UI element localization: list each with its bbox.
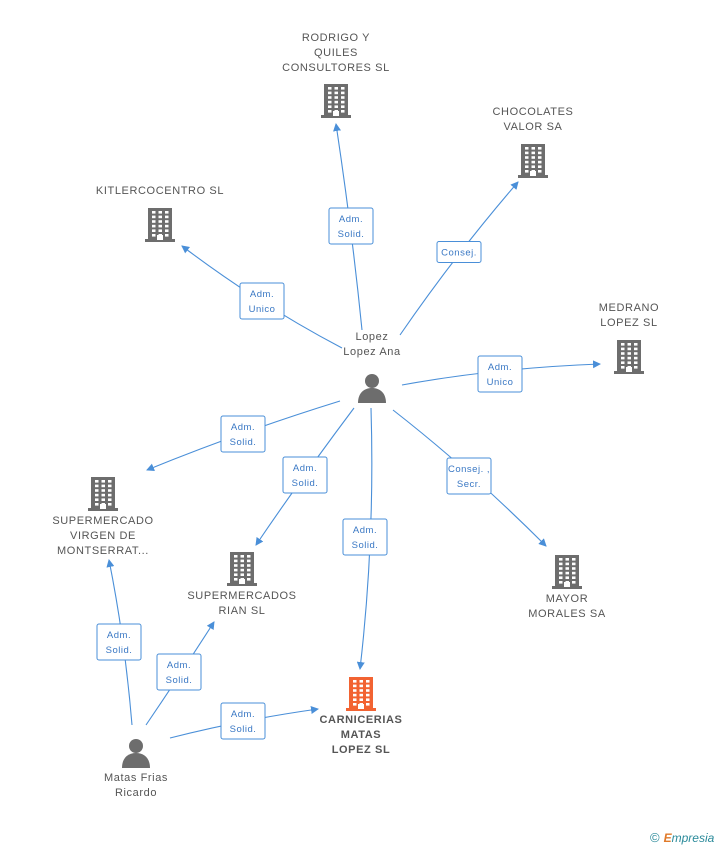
node-label-line: SUPERMERCADO xyxy=(52,515,153,527)
node-label-line: VALOR SA xyxy=(503,121,562,133)
brand-footer[interactable]: ©Empresia xyxy=(650,830,714,845)
edge-label-lopez_ana-chocolates[interactable]: Consej. xyxy=(436,241,482,263)
edge-label-box xyxy=(156,653,202,691)
building-icon xyxy=(145,208,175,242)
edge-label-text: Adm. xyxy=(293,463,317,474)
building-icon xyxy=(88,477,118,511)
node-label-line: Ricardo xyxy=(115,787,157,799)
node-label-line: Matas Frias xyxy=(104,772,168,784)
edge-label-text: Consej. xyxy=(441,248,477,259)
node-mayor[interactable]: MAYOR MORALES SA xyxy=(528,555,606,620)
edge-label-text: Adm. xyxy=(339,214,363,225)
node-label-line: KITLERCOCENTRO SL xyxy=(96,185,224,197)
building-icon xyxy=(346,677,376,711)
copyright-icon: © xyxy=(650,830,660,845)
edge-label-text: Unico xyxy=(249,304,276,315)
edge-label-lopez_ana-mayor[interactable]: Consej. , Secr. xyxy=(446,457,492,495)
person-icon xyxy=(122,739,150,768)
node-label-line: RIAN SL xyxy=(219,605,266,617)
brand-initial: E xyxy=(663,831,672,845)
building-icon xyxy=(518,144,548,178)
node-label-line: MORALES SA xyxy=(528,608,606,620)
node-superrian[interactable]: SUPERMERCADOS RIAN SL xyxy=(187,552,296,617)
edge-label-text: Adm. xyxy=(231,709,255,720)
brand-name: mpresia xyxy=(671,831,715,845)
edge-label-box xyxy=(220,702,266,740)
edge-label-text: Adm. xyxy=(250,289,274,300)
edge-label-text: Solid. xyxy=(106,645,133,656)
node-label-line: RODRIGO Y xyxy=(302,32,370,44)
building-icon xyxy=(552,555,582,589)
edge-label-text: Adm. xyxy=(353,525,377,536)
node-carnicerias[interactable]: CARNICERIAS MATAS LOPEZ SL xyxy=(320,677,403,756)
node-label-line: QUILES xyxy=(314,47,358,59)
edge-label-text: Solid. xyxy=(292,478,319,489)
node-label-line: MONTSERRAT... xyxy=(57,545,149,557)
edge-label-matas_frias-supervirgen[interactable]: Adm. Solid. xyxy=(96,623,142,661)
edge-label-lopez_ana-superrian[interactable]: Adm. Solid. xyxy=(282,456,328,494)
edge-labels-layer: Adm.Solid.Consej.Adm.UnicoAdm.UnicoAdm.S… xyxy=(96,207,523,740)
building-icon xyxy=(321,84,351,118)
edge-label-box xyxy=(342,518,388,556)
edge-label-lopez_ana-supervirgen[interactable]: Adm. Solid. xyxy=(220,415,266,453)
node-label-line: SUPERMERCADOS xyxy=(187,590,296,602)
building-icon xyxy=(227,552,257,586)
edge-label-text: Solid. xyxy=(352,540,379,551)
edge-label-text: Adm. xyxy=(488,362,512,373)
node-label-line: CARNICERIAS xyxy=(320,714,403,726)
edge-label-box xyxy=(446,457,492,495)
node-label-line: CHOCOLATES xyxy=(493,106,574,118)
edge-label-lopez_ana-kitler[interactable]: Adm. Unico xyxy=(239,282,285,320)
edge-label-text: Unico xyxy=(487,377,514,388)
edge-label-box xyxy=(239,282,285,320)
edge-label-text: Adm. xyxy=(107,630,131,641)
node-supervirgen[interactable]: SUPERMERCADO VIRGEN DE MONTSERRAT... xyxy=(52,477,153,557)
node-label-line: VIRGEN DE xyxy=(70,530,136,542)
edge-label-matas_frias-superrian[interactable]: Adm. Solid. xyxy=(156,653,202,691)
node-label-line: MATAS xyxy=(341,729,381,741)
edge-label-matas_frias-carnicerias[interactable]: Adm. Solid. xyxy=(220,702,266,740)
edge-label-lopez_ana-rodrigo[interactable]: Adm. Solid. xyxy=(328,207,374,245)
edge-label-box xyxy=(282,456,328,494)
node-rodrigo[interactable]: RODRIGO Y QUILES CONSULTORES SL xyxy=(282,32,390,118)
node-label-line: Lopez xyxy=(356,331,389,343)
edge-label-text: Consej. , xyxy=(448,464,490,475)
edge-label-text: Adm. xyxy=(231,422,255,433)
node-label-line: LOPEZ SL xyxy=(600,317,657,329)
edge-label-text: Solid. xyxy=(338,229,365,240)
node-kitler[interactable]: KITLERCOCENTRO SL xyxy=(96,185,224,242)
edge-label-text: Solid. xyxy=(230,437,257,448)
node-label-line: Lopez Ana xyxy=(343,346,401,358)
edge-label-text: Secr. xyxy=(457,479,481,490)
node-label-line: CONSULTORES SL xyxy=(282,62,390,74)
edge-label-box xyxy=(328,207,374,245)
person-icon xyxy=(358,374,386,403)
building-icon xyxy=(614,340,644,374)
edge-label-text: Adm. xyxy=(167,660,191,671)
edge-label-lopez_ana-carnicerias[interactable]: Adm. Solid. xyxy=(342,518,388,556)
node-label-line: LOPEZ SL xyxy=(332,744,391,756)
edge-label-lopez_ana-medrano[interactable]: Adm. Unico xyxy=(477,355,523,393)
edge-label-box xyxy=(96,623,142,661)
edge-label-box xyxy=(220,415,266,453)
edge-label-box xyxy=(477,355,523,393)
edge-label-text: Solid. xyxy=(166,675,193,686)
node-chocolates[interactable]: CHOCOLATES VALOR SA xyxy=(493,106,574,178)
node-label-line: MEDRANO xyxy=(599,302,659,314)
edge-label-text: Solid. xyxy=(230,724,257,735)
node-label-line: MAYOR xyxy=(546,593,589,605)
node-medrano[interactable]: MEDRANO LOPEZ SL xyxy=(599,302,659,374)
edge-label-box xyxy=(436,241,482,263)
